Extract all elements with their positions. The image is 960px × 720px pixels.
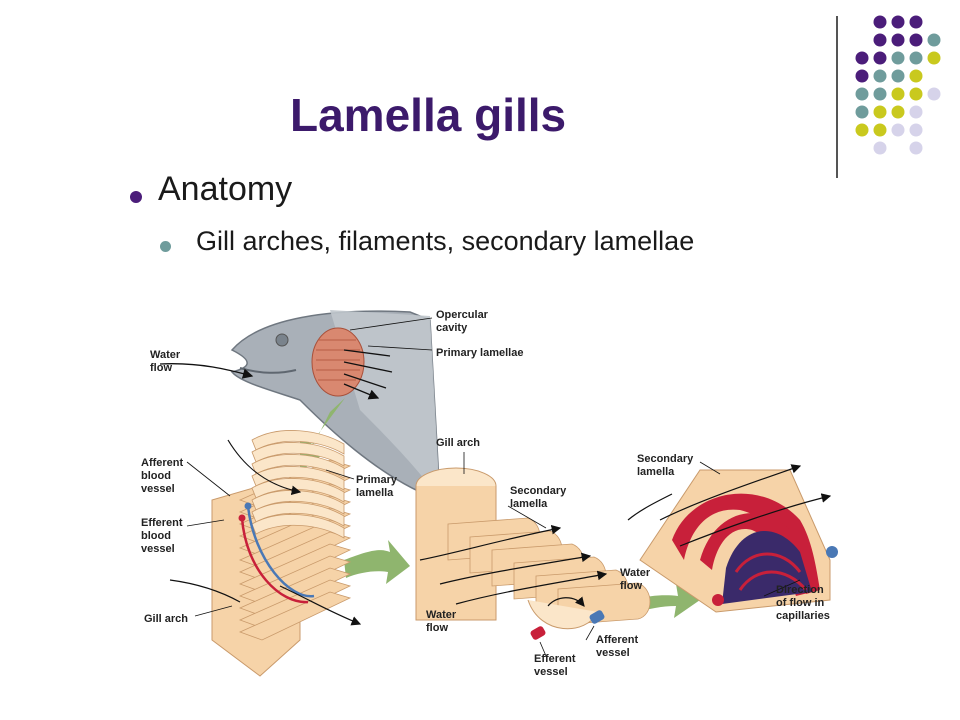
label-opercular-cavity-1: Opercular [436,309,489,321]
decorative-dot [909,33,923,47]
decorative-dot [927,33,941,47]
decorative-dot [927,51,941,65]
decorative-dot [891,105,905,119]
label-primary-lamellae: Primary lamellae [436,347,523,359]
label-primary-lamella-2: lamella [356,487,394,499]
primary-lamella-plate [238,591,352,641]
decorative-dot [909,51,923,65]
label-afferent-vessel-2: vessel [596,647,630,659]
decorative-dot [873,33,887,47]
decorative-dot [909,105,923,119]
decorative-dot [891,33,905,47]
label-opercular-cavity-2: cavity [436,322,468,334]
leader-lines [186,452,801,657]
decorative-dot [873,69,887,83]
decorative-dot [891,123,905,137]
label-afferent-blood-3: vessel [141,483,175,495]
label-water-flow-2b: flow [426,622,448,634]
decorative-dot [873,51,887,65]
decorative-dot [855,105,869,119]
label-secondary-lamella-mid-2: lamella [510,498,548,510]
bullet-dot-icon [130,191,142,203]
decorative-dot [927,87,941,101]
primary-lamella-plate [251,466,345,491]
decorative-dot [891,69,905,83]
label-water-flow-2a: Water [426,609,457,621]
label-direction-1: Direction [776,584,824,596]
label-secondary-lamella-right-1: Secondary [637,453,694,465]
decorative-dot [909,87,923,101]
primary-lamella-plate [251,430,345,455]
decorative-dot [855,69,869,83]
decorative-dot [873,105,887,119]
label-afferent-blood-1: Afferent [141,457,184,469]
decorative-dot [891,15,905,29]
label-afferent-vessel-1: Afferent [596,634,639,646]
label-direction-2: of flow in [776,597,825,609]
bullet-text: Gill arches, filaments, secondary lamell… [196,226,695,256]
gill-arch-left-illustration [169,430,362,677]
label-water-flow-1a: Water [150,349,181,361]
decorative-dot [909,69,923,83]
decorative-dot [855,123,869,137]
primary-lamella-plate [251,454,345,479]
decorative-dot [891,87,905,101]
primary-lamella-plate [251,490,345,515]
decorative-dot-grid [855,15,941,155]
label-secondary-lamella-right-2: lamella [637,466,675,478]
label-water-flow-3b: flow [620,580,642,592]
decorative-dot [891,51,905,65]
bullet-dot-icon [160,241,171,252]
slide-title: Lamella gills [290,89,567,141]
label-water-flow-1b: flow [150,362,172,374]
label-primary-lamella-1: Primary [356,474,398,486]
decorative-dot [855,51,869,65]
decorative-dot [909,123,923,137]
decorative-dot [909,15,923,29]
label-afferent-blood-2: blood [141,470,171,482]
label-direction-3: capillaries [776,610,830,622]
secondary-lamella-detail-illustration [627,464,838,613]
decorative-dot [873,141,887,155]
bullet-text: Anatomy [158,170,293,208]
label-efferent-vessel-2: vessel [534,666,568,678]
decorative-divider [836,16,838,178]
label-gill-arch-mid: Gill arch [436,437,480,449]
decorative-dot [873,87,887,101]
decorative-dot [873,123,887,137]
decorative-dot [873,15,887,29]
filament-middle-illustration [415,467,651,640]
label-efferent-vessel-1: Efferent [534,653,576,665]
label-efferent-blood-1: Efferent [141,517,183,529]
label-water-flow-3a: Water [620,567,651,579]
decorative-dot [909,141,923,155]
primary-lamella-plate [251,502,345,527]
decorative-dot [855,87,869,101]
label-efferent-blood-3: vessel [141,543,175,555]
fish-head-illustration [159,310,441,502]
label-gill-arch-left: Gill arch [144,613,188,625]
label-efferent-blood-2: blood [141,530,171,542]
label-secondary-lamella-mid-1: Secondary [510,485,567,497]
primary-lamella-plate [251,514,345,539]
primary-lamella-plate [251,442,345,467]
